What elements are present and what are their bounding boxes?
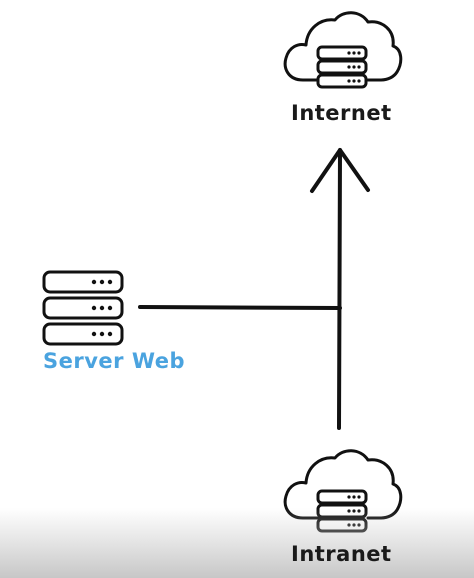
internet-cloud-icon [283, 11, 403, 82]
connector-lines [138, 148, 370, 430]
trunk-line [337, 148, 342, 430]
server-to-trunk-line [138, 305, 342, 310]
server-stack-icon [42, 270, 124, 346]
server-web-label: Server Web [43, 349, 186, 373]
intranet-label: Intranet [291, 542, 392, 566]
internet-label: Internet [291, 101, 392, 125]
internet-cloud-server-icon [283, 11, 403, 89]
intranet-cloud-server-icon [283, 449, 403, 533]
arrow-head-icon [310, 148, 370, 193]
